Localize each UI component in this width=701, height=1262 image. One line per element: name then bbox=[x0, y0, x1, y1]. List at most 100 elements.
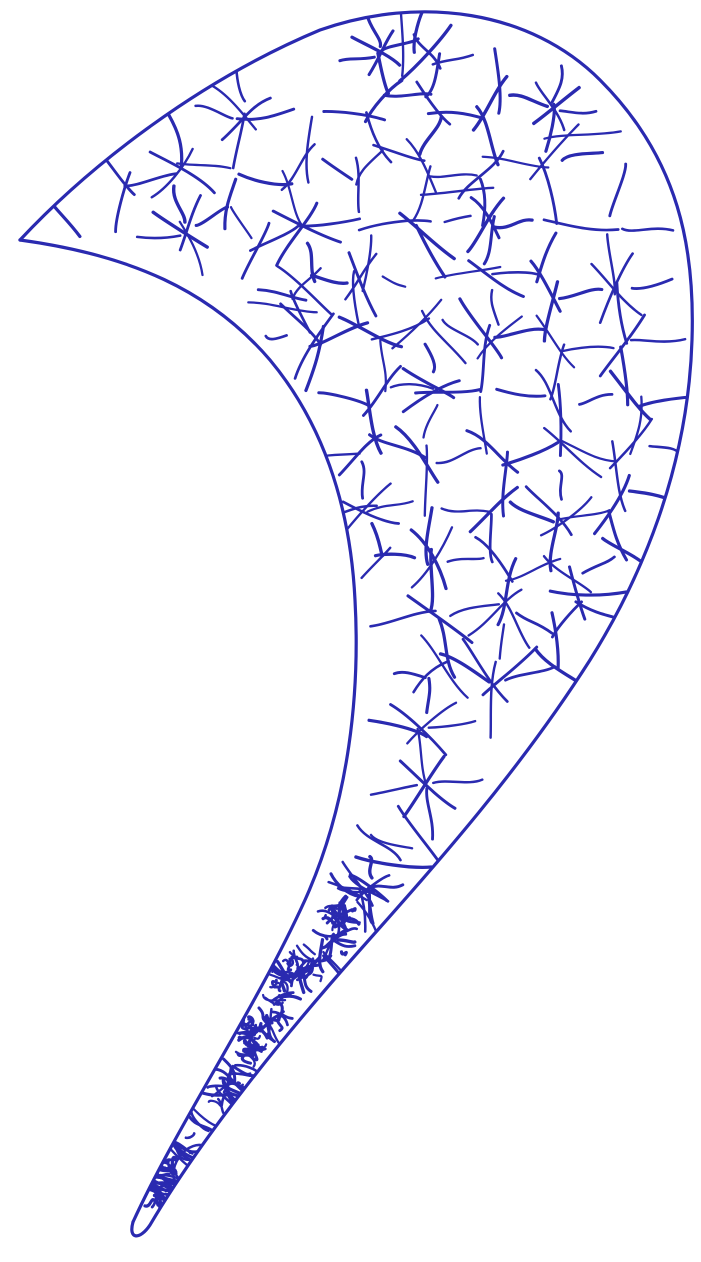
cell-wall bbox=[442, 509, 490, 512]
cell-wall bbox=[433, 780, 482, 783]
cell-wall bbox=[428, 112, 483, 118]
cell-wall bbox=[371, 785, 417, 795]
cell-wall bbox=[510, 95, 548, 106]
cell-wall bbox=[313, 930, 327, 939]
cell-wall bbox=[517, 613, 552, 633]
cell-wall bbox=[338, 940, 355, 942]
cell-wall bbox=[480, 397, 487, 453]
cell-wall bbox=[362, 462, 364, 498]
cell-wall bbox=[352, 909, 355, 911]
cell-wall bbox=[537, 316, 575, 368]
cell-wall bbox=[621, 347, 628, 405]
cell-wall bbox=[371, 611, 436, 626]
cell-wall bbox=[174, 186, 185, 222]
cell-wall bbox=[630, 491, 678, 503]
cell-wall bbox=[372, 524, 382, 556]
cell-wall bbox=[622, 229, 673, 231]
cell-wall bbox=[481, 179, 485, 225]
cell-wall bbox=[632, 279, 672, 288]
cell-wall bbox=[314, 975, 322, 981]
cell-wall bbox=[426, 54, 440, 97]
cell-wall bbox=[491, 662, 496, 738]
cell-wall bbox=[169, 115, 182, 168]
cell-wall bbox=[425, 344, 434, 372]
cell-wall bbox=[500, 624, 504, 658]
cell-wall bbox=[357, 826, 400, 861]
cell-wall bbox=[273, 211, 340, 242]
cell-wall bbox=[427, 678, 430, 712]
cell-wall bbox=[639, 397, 690, 406]
cell-wall bbox=[536, 370, 571, 431]
cell-wall bbox=[244, 1041, 248, 1045]
cell-wall bbox=[358, 902, 378, 936]
cell-wall bbox=[180, 222, 203, 275]
cell-wall bbox=[560, 289, 602, 298]
cell-wall bbox=[292, 268, 320, 299]
cell-wall bbox=[526, 487, 571, 535]
cell-wall bbox=[367, 15, 380, 46]
cell-wall bbox=[225, 179, 236, 228]
cell-wall bbox=[209, 1101, 220, 1105]
cell-wall bbox=[552, 66, 562, 102]
cell-wall bbox=[544, 131, 620, 138]
cell-wall bbox=[437, 448, 481, 463]
cell-wall bbox=[416, 390, 480, 393]
cell-wall bbox=[265, 1018, 279, 1020]
cell-wall bbox=[258, 290, 306, 301]
cell-wall bbox=[460, 299, 502, 358]
cell-wall bbox=[304, 945, 315, 955]
cell-wall bbox=[469, 590, 522, 636]
cell-wall bbox=[552, 613, 558, 668]
cell-wall bbox=[443, 320, 478, 345]
cell-wall bbox=[580, 394, 613, 404]
cell-wall bbox=[450, 604, 499, 616]
cell-wall bbox=[319, 393, 371, 407]
cell-wall bbox=[359, 889, 365, 932]
cell-network bbox=[44, 0, 690, 1209]
cell-wall bbox=[186, 1133, 194, 1137]
cell-wall bbox=[430, 550, 432, 612]
cell-wall bbox=[430, 174, 476, 177]
cell-wall bbox=[544, 428, 601, 477]
cell-wall bbox=[495, 49, 500, 113]
cell-wall bbox=[408, 596, 472, 643]
cell-wall bbox=[494, 220, 532, 228]
cell-wall bbox=[562, 153, 602, 161]
cell-wall bbox=[544, 220, 618, 230]
cell-wall bbox=[562, 347, 613, 351]
cell-wall bbox=[411, 530, 446, 589]
cell-wall bbox=[97, 148, 135, 195]
cell-wall bbox=[231, 207, 252, 238]
cell-wall bbox=[583, 557, 615, 573]
cell-wall bbox=[323, 159, 352, 179]
cell-wall bbox=[611, 371, 650, 419]
cell-wall bbox=[490, 514, 492, 562]
cell-wall bbox=[237, 1082, 242, 1086]
cell-wall bbox=[445, 216, 471, 222]
cell-wall bbox=[558, 384, 561, 455]
cell-wall bbox=[491, 290, 498, 325]
cell-wall bbox=[312, 275, 347, 283]
cell-wall bbox=[536, 83, 564, 130]
cell-wall bbox=[242, 1056, 250, 1063]
cell-wall bbox=[497, 389, 545, 396]
cell-wall bbox=[503, 443, 558, 465]
cell-wall bbox=[211, 85, 256, 130]
cell-wall bbox=[550, 591, 626, 595]
cell-wall bbox=[416, 226, 445, 277]
cell-wall bbox=[474, 77, 507, 130]
cell-wall bbox=[530, 125, 578, 180]
cell-wall bbox=[557, 510, 609, 520]
cell-wall bbox=[448, 558, 484, 562]
cell-wall bbox=[283, 960, 289, 965]
cell-wall bbox=[617, 283, 627, 343]
cell-wall bbox=[427, 789, 433, 840]
cell-wall bbox=[356, 151, 382, 185]
cell-wall bbox=[254, 1036, 260, 1039]
cell-wall bbox=[277, 1021, 282, 1031]
cell-wall bbox=[550, 345, 564, 400]
cell-wall bbox=[362, 548, 391, 578]
cell-wall bbox=[236, 69, 244, 101]
